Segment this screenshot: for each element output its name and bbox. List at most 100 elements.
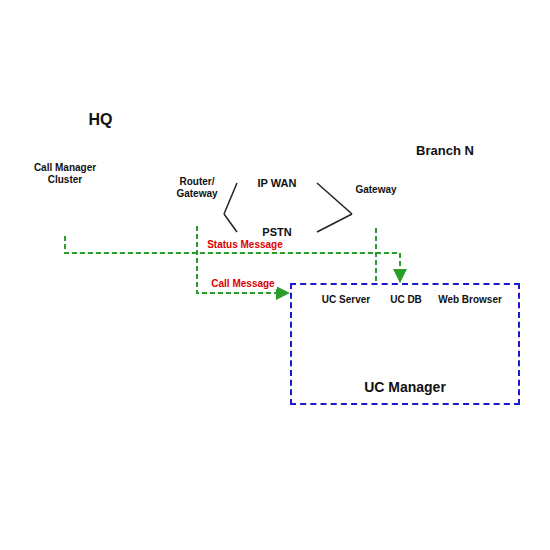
node-label: UC DB (390, 294, 422, 306)
cluster-servers (26, 196, 104, 236)
node-label: UC Server (322, 294, 370, 306)
branch-phones-pcs (504, 195, 518, 206)
branch-region: Branch N Gateway (345, 130, 545, 260)
node-label: PSTN (262, 226, 291, 239)
hq-building (18, 108, 182, 248)
uc-bus (312, 354, 505, 362)
uc-server-icon (337, 324, 349, 325)
cluster-servers (64, 208, 84, 227)
router-icon (186, 203, 208, 225)
firewall (160, 199, 170, 227)
node-label: Branch N (416, 144, 474, 159)
gateway-icon (367, 209, 385, 219)
branch-lan (390, 213, 455, 214)
node-label: IP WAN (258, 177, 297, 190)
message-path (65, 236, 400, 283)
ip-phones (112, 234, 124, 243)
hq-lan (104, 200, 186, 234)
router-icon (190, 207, 204, 221)
branch-phones-pcs (492, 172, 501, 180)
ip-phones (128, 234, 140, 243)
hq-building-node: HQ Call Manager Cluster (18, 105, 183, 248)
wan-link (224, 183, 237, 214)
hq-lan (138, 220, 150, 234)
call-manager-cluster: Call Manager Cluster (22, 160, 108, 236)
branch-lan (479, 213, 492, 230)
web-browser-icon (464, 338, 476, 344)
ellipse-outline (346, 131, 544, 259)
cluster-servers (26, 196, 104, 236)
hq-building (126, 140, 178, 170)
firewall (160, 199, 170, 227)
web-browser: Web Browser (434, 294, 506, 360)
gateway-icon (362, 206, 390, 222)
cluster-servers (76, 202, 92, 213)
ip-phones (112, 234, 156, 243)
branch-building (414, 182, 446, 234)
branch-lan (479, 176, 492, 213)
message-path (375, 228, 377, 283)
uc-db-icon (386, 310, 424, 354)
router-icon (186, 203, 208, 225)
firewall (160, 220, 170, 221)
cluster-servers (44, 208, 84, 209)
firewall (160, 206, 170, 207)
uc-db-icon (404, 326, 424, 334)
node-label: Call Manager Cluster (24, 162, 106, 185)
web-browser-icon (450, 310, 490, 353)
uc-bus (469, 354, 471, 362)
node-label: Gateway (355, 184, 396, 196)
node-label: Router/ Gateway (172, 176, 222, 199)
node-label: Web Browser (438, 294, 502, 306)
ip-wan-cloud: IP WAN (237, 161, 317, 205)
lan-switch (118, 208, 144, 220)
cluster-servers (36, 202, 52, 213)
uc-bus (394, 354, 396, 362)
branch-phones-pcs (492, 200, 501, 208)
uc-server-icon (333, 310, 353, 354)
uc-manager-box: UC Manager UC Server UC DB Web Browser (290, 283, 520, 405)
hq-lan (118, 220, 124, 234)
uc-db: UC DB (380, 294, 432, 360)
uc-server-icon (337, 318, 349, 319)
node-label: HQ (89, 111, 113, 129)
hq-lan (131, 220, 134, 234)
branch-switch (455, 208, 479, 218)
uc-db-icon (404, 342, 424, 350)
cloud-outline (239, 163, 314, 205)
branch-phones-pcs (504, 167, 518, 178)
ip-phones (144, 234, 156, 243)
message-label: Call Message (209, 278, 276, 289)
cluster-servers (56, 221, 72, 232)
web-browser-icon (450, 347, 490, 353)
gateway: Gateway (352, 183, 400, 228)
web-browser-icon (452, 310, 488, 338)
web-browser-icon (456, 314, 484, 334)
hq-building (120, 130, 182, 248)
uc-db-icon (404, 330, 424, 346)
hq-lan (104, 213, 118, 214)
wan-link (317, 214, 352, 232)
cluster-servers (44, 208, 64, 227)
hq-lan (144, 213, 186, 214)
branch-building (412, 178, 448, 238)
gateway-icon (362, 206, 390, 222)
uc-server-icon (333, 310, 353, 354)
branch-phones-pcs (504, 221, 518, 232)
branch-lan (390, 176, 492, 230)
node-label: UC Manager (364, 379, 446, 395)
branch-building (412, 178, 448, 238)
hq-lan (136, 200, 146, 208)
uc-bus (342, 354, 344, 362)
uc-server: UC Server (314, 294, 378, 360)
firewall (160, 213, 170, 214)
hq-building (112, 134, 152, 174)
uc-bus (312, 361, 505, 363)
message-label: Status Message (205, 239, 285, 250)
wan-link (224, 214, 237, 232)
branch-phones-pcs (492, 167, 518, 234)
router-gateway: Router/ Gateway (170, 176, 224, 226)
branch-phones-pcs (492, 226, 501, 234)
